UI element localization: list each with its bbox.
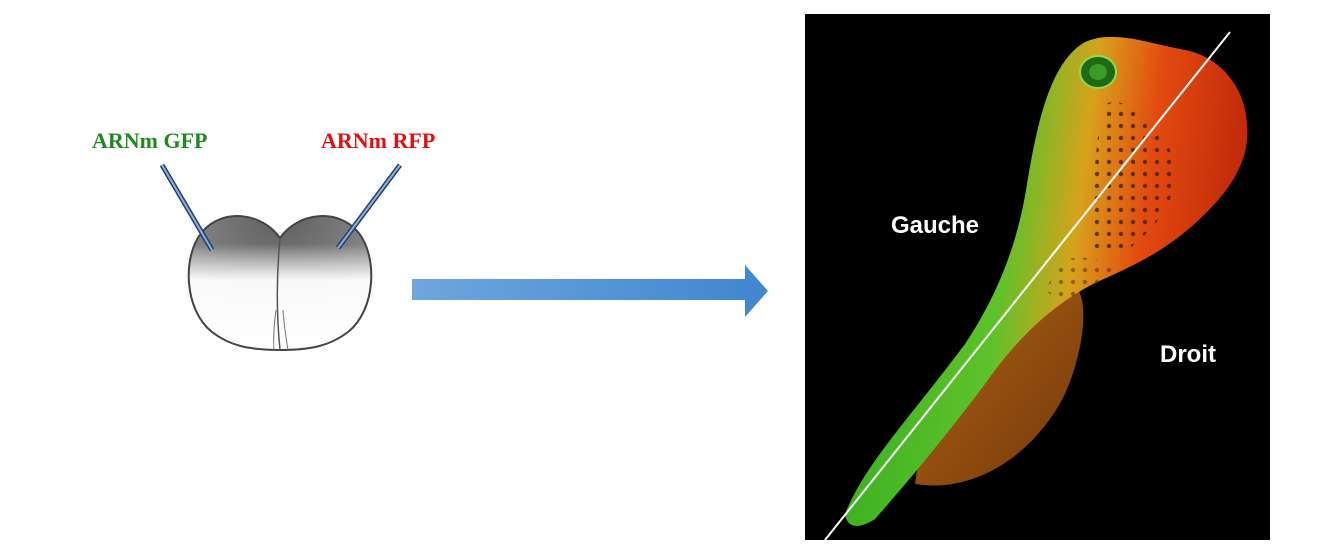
rfp-label: ARNm RFP [321, 128, 436, 153]
gfp-label: ARNm GFP [92, 128, 208, 153]
right-arrow-icon [412, 265, 768, 317]
two-cell-embryo-icon [159, 163, 403, 352]
tadpole-fluorescence-image: Gauche Droit [805, 14, 1270, 540]
left-side-label: Gauche [891, 212, 980, 239]
right-side-label: Droit [1160, 341, 1216, 368]
